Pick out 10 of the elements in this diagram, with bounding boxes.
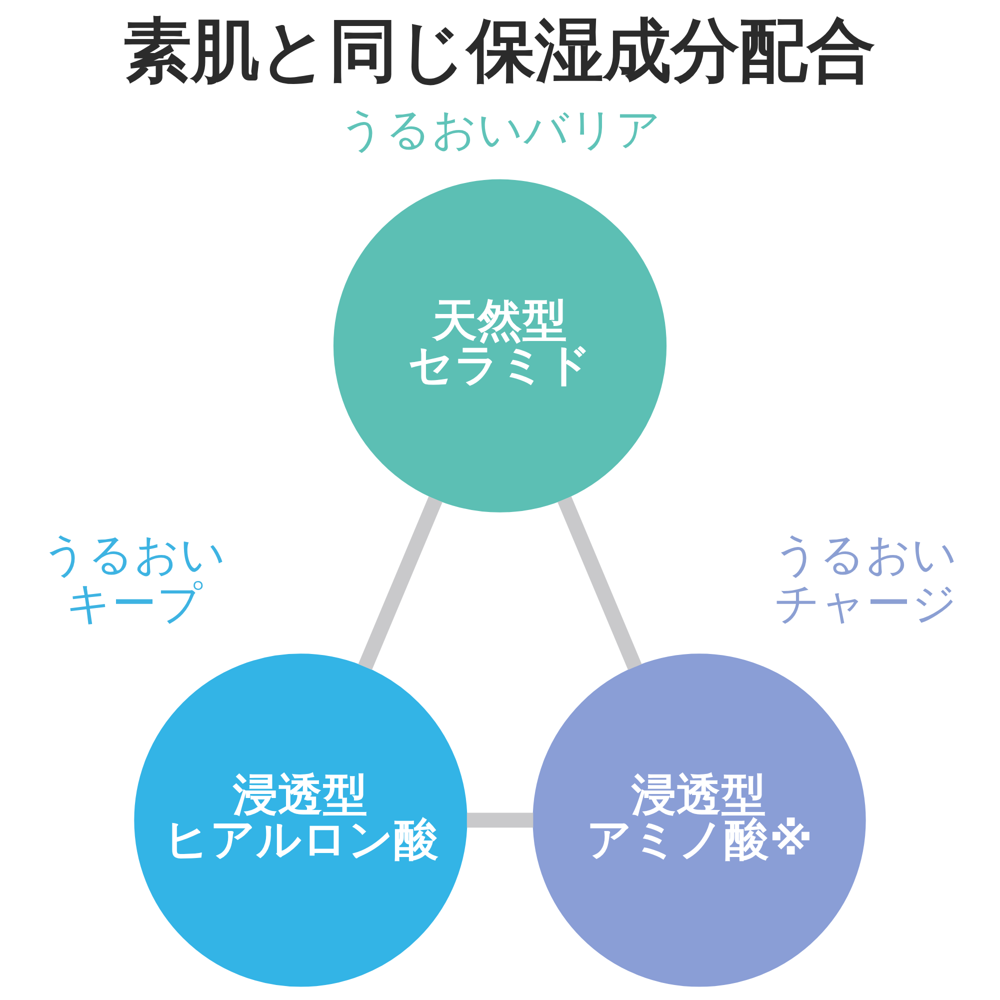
- node-circle: 浸透型ヒアルロン酸: [134, 653, 468, 986]
- node-label: うるおいキープ: [42, 528, 226, 630]
- node-circle: 天然型セラミド: [333, 178, 667, 512]
- connector: [466, 812, 534, 828]
- diagram-title: 素肌と同じ保湿成分配合: [123, 12, 876, 91]
- node-label: うるおいチャージ: [774, 528, 958, 630]
- node-circle: 浸透型アミノ酸※: [532, 653, 866, 986]
- connector: [358, 496, 442, 670]
- connector: [558, 496, 642, 670]
- node-label: うるおいバリア: [339, 102, 662, 155]
